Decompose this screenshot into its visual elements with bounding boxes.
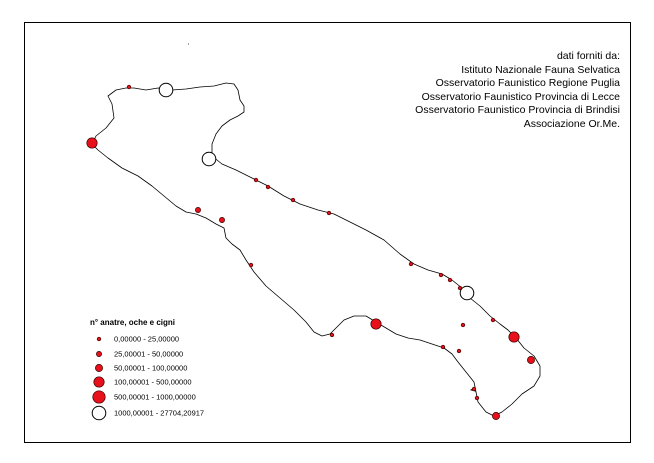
site-marker [253, 177, 259, 183]
map-frame [24, 22, 631, 443]
site-marker [126, 84, 132, 90]
site-marker [447, 277, 453, 283]
site-marker [474, 395, 480, 401]
site-marker [460, 322, 466, 328]
site-marker [265, 184, 271, 190]
legend-label: 50,00001 - 100,00000 [114, 364, 187, 373]
site-marker [408, 261, 414, 267]
site-marker [329, 332, 335, 338]
site-marker [471, 386, 477, 392]
legend: 0,00000 - 25,00000 25,00001 - 50,00000 50,… [91, 335, 204, 421]
site-marker [86, 137, 98, 149]
legend-symbol [93, 376, 105, 388]
credits-line: Osservatorio Faunistico Provincia di Lec… [421, 90, 620, 103]
site-marker [456, 348, 462, 354]
legend-label: 500,00001 - 1000,00000 [114, 393, 196, 402]
site-marker [508, 331, 520, 343]
credits-heading: dati forniti da: [556, 50, 620, 62]
legend-symbol [91, 405, 107, 421]
site-marker [201, 151, 217, 167]
credits-line: Istituto Nazionale Fauna Selvatica [461, 63, 620, 76]
legend-symbol [95, 364, 103, 372]
legend-label: 25,00001 - 50,00000 [114, 350, 183, 359]
legend-label: 0,00000 - 25,00000 [114, 335, 179, 344]
site-marker [290, 197, 296, 203]
site-marker [326, 210, 332, 216]
site-marker [459, 285, 475, 301]
site-marker [440, 344, 446, 350]
legend-symbol [96, 351, 102, 357]
credits-line: Associazione Or.Me. [523, 117, 620, 130]
sites-layer [86, 82, 535, 420]
site-marker [195, 207, 201, 213]
data-credits: dati forniti da: Istituto Nazionale Faun… [415, 50, 620, 131]
site-marker [438, 272, 444, 278]
site-marker [158, 82, 174, 98]
site-marker [527, 356, 535, 364]
site-marker [219, 217, 225, 223]
legend-symbol [92, 390, 106, 404]
site-marker [490, 317, 496, 323]
legend-label: 100,00001 - 500,00000 [114, 378, 192, 387]
site-marker [248, 262, 254, 268]
legend-symbol [96, 336, 102, 342]
legend-title: n° anatre, oche e cigni [90, 318, 175, 327]
credits-line: Osservatorio Faunistico Provincia di Bri… [415, 104, 620, 116]
site-marker [370, 318, 382, 330]
legend-label: 1000,00001 - 27704,20917 [114, 409, 204, 418]
credits-line: Osservatorio Faunistico Regione Puglia [435, 77, 620, 89]
site-marker [492, 412, 500, 420]
